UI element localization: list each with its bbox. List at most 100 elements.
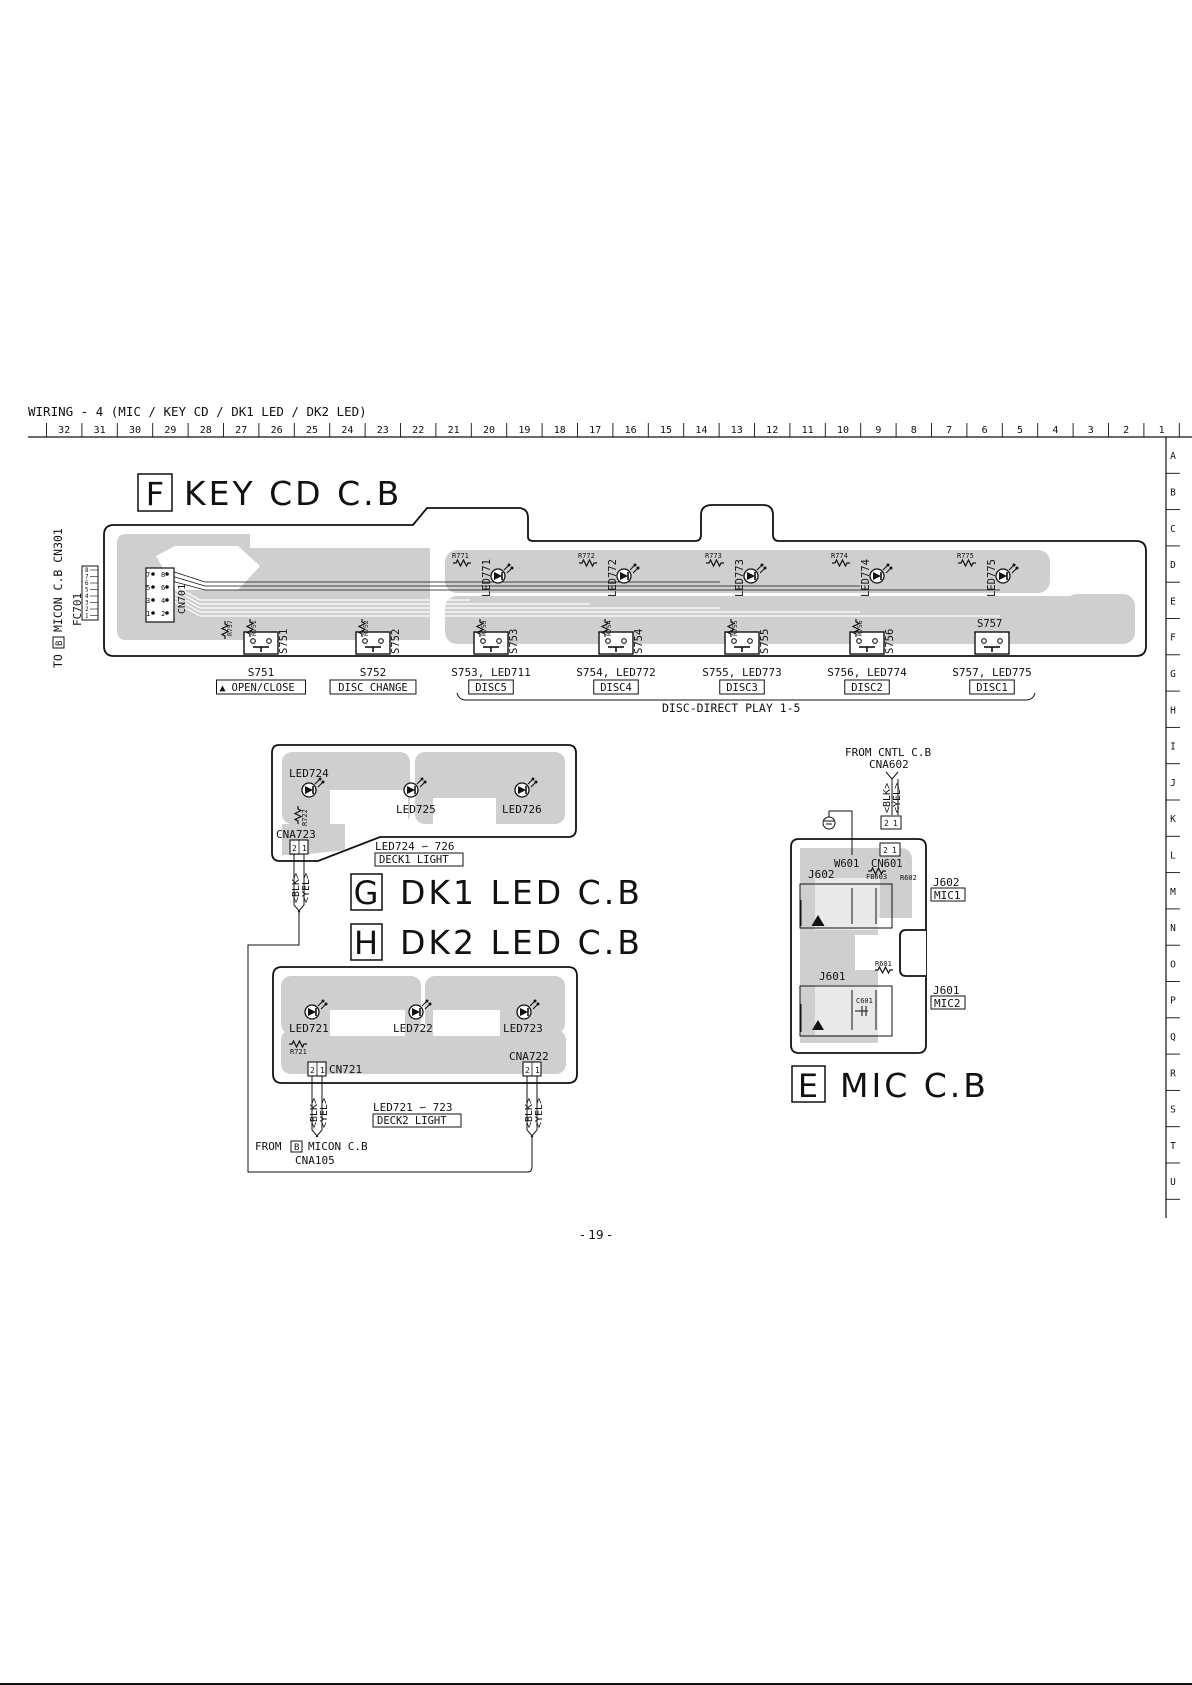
grid-column-label: 1	[1159, 425, 1165, 436]
mic-top-pin-2: 2	[884, 819, 889, 828]
grid-row-label: K	[1170, 814, 1176, 825]
switch-function-label: DISC5	[475, 682, 507, 694]
r602-label: R602	[900, 874, 917, 882]
grid-row-label: F	[1170, 633, 1176, 644]
board-f-switches: S751R751R757S751▲OPEN/CLOSES752R752S752D…	[216, 618, 1032, 695]
switch-ref-label: S754, LED772	[576, 666, 655, 679]
cna723-pin-1: 1	[302, 844, 307, 853]
board-f-to-ref-box	[52, 636, 65, 649]
r722-label: R722	[301, 809, 309, 826]
cn701-connector	[145, 567, 175, 623]
cn701-pin: 3	[146, 597, 150, 605]
switch-function-label: DISC2	[851, 682, 883, 694]
board-g-title: DK1 LED C.B	[400, 873, 643, 912]
grid-row-label: J	[1170, 778, 1176, 789]
mic-top-pin-1: 1	[893, 819, 898, 828]
board-f-outline	[103, 504, 1147, 657]
board-e-outline	[790, 838, 927, 1054]
cn601-label: CN601	[871, 858, 903, 870]
fc701-pin: 1	[85, 613, 89, 620]
switch-ref-label: S756, LED774	[827, 666, 907, 679]
grid-row-label: L	[1170, 850, 1176, 861]
grid-column-label: 25	[306, 425, 318, 436]
deck1-light-range: LED724 ∽ 726	[375, 840, 454, 853]
switch-function-box	[969, 679, 1015, 695]
from-label: FROM	[255, 1140, 282, 1153]
switch-function-box	[216, 679, 306, 695]
grid-column-label: 15	[660, 425, 672, 436]
from-ref-box	[290, 1140, 303, 1153]
grid-row-label: D	[1170, 560, 1176, 571]
resistor-label: R754	[605, 620, 613, 636]
cn701-pin: 6	[161, 584, 165, 592]
board-f-key-cd: F KEY CD C.B TO B MICON C.B CN301 F	[51, 473, 1147, 715]
grid-row-label: Q	[1170, 1032, 1176, 1043]
led-label: LED773	[734, 559, 746, 597]
r721-label: R721	[290, 1048, 307, 1056]
grid-column-label: 6	[982, 425, 988, 436]
cn701-label: CN701	[177, 584, 188, 614]
fc701-pin: 3	[85, 600, 89, 607]
grid-row-label: C	[1170, 524, 1176, 535]
mic1-box	[930, 887, 966, 902]
from-connector: CNA105	[295, 1154, 335, 1167]
switch-function-box	[844, 679, 890, 695]
grid-row-label: A	[1170, 451, 1176, 462]
grid-column-label: 9	[875, 425, 881, 436]
switch-function-box	[719, 679, 765, 695]
deck1-light-box	[374, 852, 464, 867]
mic-connector-top	[880, 815, 902, 830]
resistor-label: R772	[578, 552, 595, 560]
board-e-title: MIC C.B	[840, 1066, 989, 1105]
cn601-pin-1: 1	[892, 846, 897, 855]
switch-ref-label: S753, LED711	[451, 666, 530, 679]
grid-row-label: R	[1170, 1068, 1176, 1079]
grid-column-label: 12	[766, 425, 778, 436]
r601-label: R601	[875, 960, 892, 968]
cn721-wire-blk: <BLK>	[309, 1098, 320, 1128]
led-724-label: LED724	[289, 767, 329, 780]
board-h-letter: H	[354, 924, 378, 962]
grid-row-label: O	[1170, 959, 1176, 970]
switch-function-label: DISC1	[976, 682, 1008, 694]
disc-direct-bracket	[456, 692, 1036, 701]
mic2-label: MIC2	[934, 997, 961, 1010]
board-f-letter: F	[146, 475, 164, 513]
resistor-label: R771	[452, 552, 469, 560]
mic-from-connector: CNA602	[869, 758, 909, 771]
cna723-wire-yel: <YEL>	[301, 873, 312, 903]
grid-column-label: 5	[1017, 425, 1023, 436]
fc701-pin: 2	[85, 606, 89, 613]
cna722-label: CNA722	[509, 1050, 549, 1063]
switch-function-box	[468, 679, 514, 695]
w601-label: W601	[834, 858, 859, 870]
led-723-label: LED723	[503, 1022, 543, 1035]
grid-column-label: 27	[235, 425, 247, 436]
resistor-label: R774	[831, 552, 848, 560]
page-title: WIRING - 4 (MIC / KEY CD / DK1 LED / DK2…	[28, 404, 367, 419]
grid-column-label: 24	[341, 425, 353, 436]
grid-row-label: I	[1170, 742, 1176, 753]
board-h-letter-box	[350, 923, 383, 961]
board-e-letter: E	[798, 1067, 818, 1105]
switch-function-label: DISC CHANGE	[338, 682, 408, 694]
j601-jack	[799, 985, 893, 1037]
mic2-box	[930, 995, 966, 1010]
fc701-pin: 7	[85, 574, 89, 581]
switch-function-label: DISC4	[600, 682, 632, 694]
led-label: LED774	[860, 559, 872, 597]
led-label: LED771	[481, 559, 493, 597]
mic1-label: MIC1	[934, 889, 961, 902]
resistor-label: R751	[250, 620, 258, 636]
grid-column-label: 28	[200, 425, 212, 436]
board-g-letter: G	[354, 874, 379, 912]
led-725-label: LED725	[396, 803, 436, 816]
j602-jack	[799, 883, 893, 929]
grid-row-label: B	[1170, 487, 1176, 498]
cn701-pin: 1	[146, 610, 150, 618]
grid-column-label: 19	[518, 425, 530, 436]
fc701-pin: 8	[85, 567, 89, 574]
board-g-dk1-led: LED724 LED725 LED726 R722 CNA723 2 1 <BL…	[271, 744, 643, 913]
fc701-pin: 5	[85, 587, 89, 594]
